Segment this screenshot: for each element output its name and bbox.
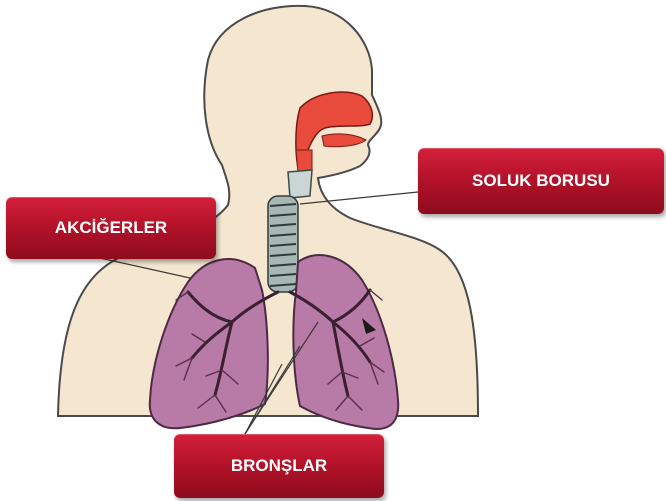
pharynx [296, 150, 312, 172]
label-trachea: SOLUK BORUSU [418, 148, 664, 214]
label-bronchi: BRONŞLAR [174, 434, 384, 498]
larynx [288, 170, 312, 198]
label-lungs: AKCİĞERLER [6, 197, 216, 259]
trachea [268, 196, 298, 292]
